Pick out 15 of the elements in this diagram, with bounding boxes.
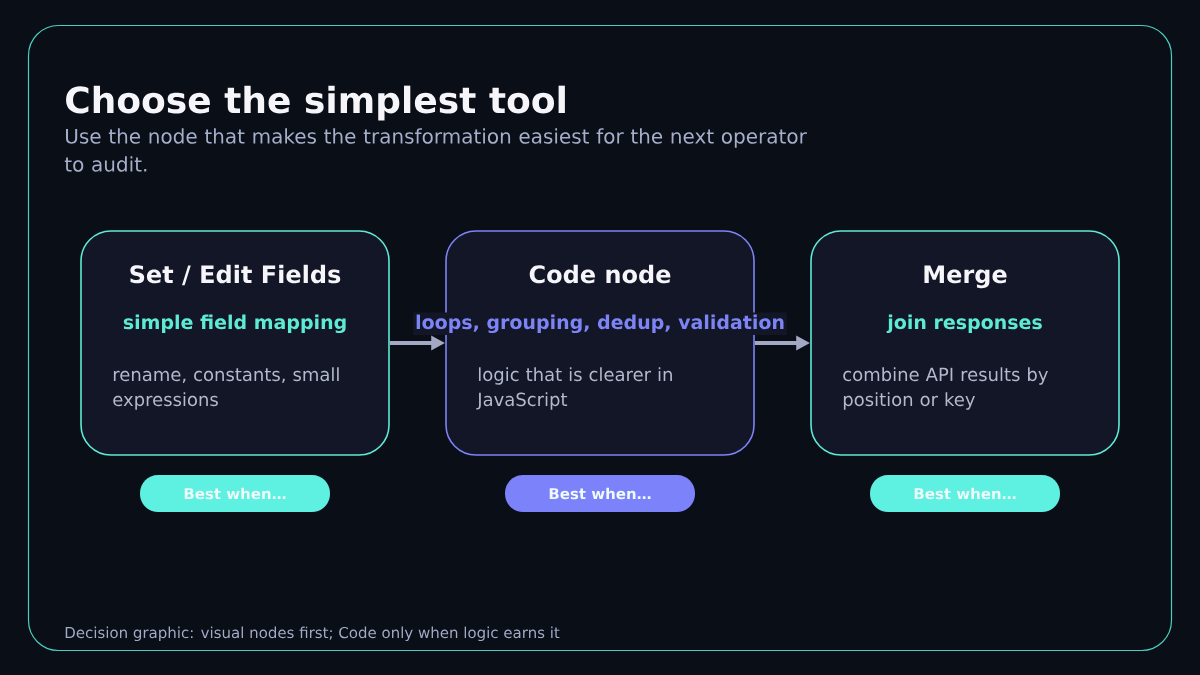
- card-title: Merge: [920, 263, 1010, 291]
- card-text: logic that is clearer in JavaScript: [476, 367, 672, 410]
- card-title: Set / Edit Fields: [126, 262, 344, 288]
- card-subtitle: simple field mapping: [120, 312, 350, 336]
- card-text: rename, constants, small expressions: [113, 367, 339, 410]
- card-subtitle: loops, grouping, dedup, validation: [413, 312, 787, 336]
- card-text: combine API results by position or key: [843, 367, 1048, 410]
- pill-label: Best when…: [140, 475, 330, 512]
- title: Choose the simplest tool: [66, 85, 565, 121]
- card-title: Code node: [526, 262, 674, 286]
- subtitle: Use the node that makes the transformation easiest for the next operator to audit.: [64, 128, 807, 172]
- pill-label: Best when…: [870, 475, 1060, 512]
- caption: Decision graphic: visual nodes first; Code only when logic earns it: [65, 626, 560, 642]
- pill-label: Best when…: [505, 475, 695, 512]
- card-subtitle: join responses: [885, 312, 1045, 336]
